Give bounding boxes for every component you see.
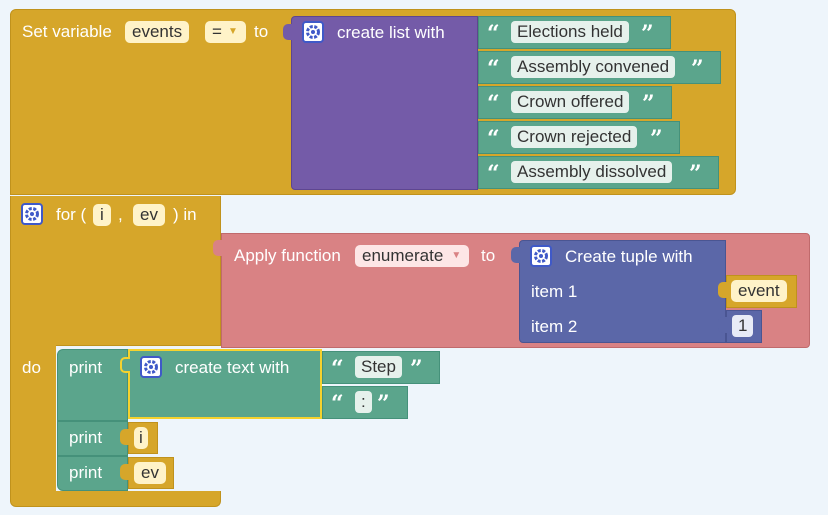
list-item-text[interactable]: Crown rejected xyxy=(511,126,638,148)
open-quote-icon: “ xyxy=(487,21,500,47)
dropdown-arrow-icon: ▼ xyxy=(228,26,238,37)
print-label: print xyxy=(69,463,103,482)
function-name: enumerate xyxy=(362,246,444,265)
close-quote-icon: ” xyxy=(642,91,655,117)
set-variable-label: Set variable xyxy=(22,22,112,41)
tuple-connector-notch xyxy=(511,247,521,263)
for-label: for ( xyxy=(56,205,87,224)
list-item-text[interactable]: Assembly convened xyxy=(511,56,676,78)
close-quote-icon: ” xyxy=(377,391,390,417)
loop-var-i-field[interactable]: i xyxy=(93,204,111,226)
for-loop-side xyxy=(10,340,56,495)
apply-connector-notch xyxy=(213,240,223,256)
gear-icon[interactable] xyxy=(530,245,552,267)
text-part-field[interactable]: Step xyxy=(355,356,402,378)
close-quote-icon: ” xyxy=(410,356,423,382)
loop-var-ev-field[interactable]: ev xyxy=(133,204,165,226)
in-label: ) in xyxy=(173,205,197,224)
close-quote-icon: ” xyxy=(691,56,704,82)
event-variable-field[interactable]: event xyxy=(731,280,787,302)
create-tuple-label: Create tuple with xyxy=(565,247,693,266)
list-item-text[interactable]: Assembly dissolved xyxy=(511,161,673,183)
close-quote-icon: ” xyxy=(650,126,663,152)
print-label: print xyxy=(69,428,103,447)
comma-label: , xyxy=(118,205,123,224)
i-variable-field[interactable]: i xyxy=(134,427,148,449)
ev-variable-field[interactable]: ev xyxy=(134,462,166,484)
list-item-text[interactable]: Elections held xyxy=(511,21,629,43)
open-quote-icon: “ xyxy=(331,356,344,382)
create-list-label: create list with xyxy=(337,23,445,42)
for-loop-bottom xyxy=(10,491,221,507)
print-block[interactable] xyxy=(57,349,128,421)
close-quote-icon: ” xyxy=(689,161,702,187)
variable-name-field[interactable]: events xyxy=(125,21,190,43)
set-to-label: to xyxy=(254,22,269,41)
gear-icon[interactable] xyxy=(302,21,324,43)
number-field[interactable]: 1 xyxy=(732,315,754,337)
number-connector-notch xyxy=(718,317,728,333)
print-label: print xyxy=(69,358,103,377)
apply-function-label: Apply function xyxy=(234,246,341,265)
item2-label: item 2 xyxy=(531,317,578,336)
open-quote-icon: “ xyxy=(331,391,344,417)
open-quote-icon: “ xyxy=(487,56,500,82)
open-quote-icon: “ xyxy=(487,161,500,187)
i-connector-notch xyxy=(120,429,130,445)
apply-to-label: to xyxy=(481,246,496,265)
ev-connector-notch xyxy=(120,464,130,480)
operator-dropdown[interactable]: = ▼ xyxy=(205,21,246,43)
open-quote-icon: “ xyxy=(487,91,500,117)
text-part-field[interactable]: : xyxy=(355,391,372,413)
do-label: do xyxy=(22,358,41,377)
list-connector-notch xyxy=(283,24,293,40)
event-connector-notch xyxy=(718,282,728,298)
open-quote-icon: “ xyxy=(487,126,500,152)
print-block[interactable] xyxy=(57,421,128,456)
gear-icon[interactable] xyxy=(140,356,162,378)
create-text-label: create text with xyxy=(175,358,290,377)
for-loop-block[interactable] xyxy=(10,196,221,346)
item1-label: item 1 xyxy=(531,282,578,301)
function-dropdown[interactable]: enumerate ▼ xyxy=(355,245,470,267)
create-list-block[interactable] xyxy=(291,16,478,190)
create-text-notch xyxy=(120,357,130,373)
gear-icon[interactable] xyxy=(21,203,43,225)
close-quote-icon: ” xyxy=(641,21,654,47)
dropdown-arrow-icon: ▼ xyxy=(451,250,462,261)
print-block[interactable] xyxy=(57,456,128,491)
operator-value: = xyxy=(212,22,222,41)
list-item-text[interactable]: Crown offered xyxy=(511,91,630,113)
